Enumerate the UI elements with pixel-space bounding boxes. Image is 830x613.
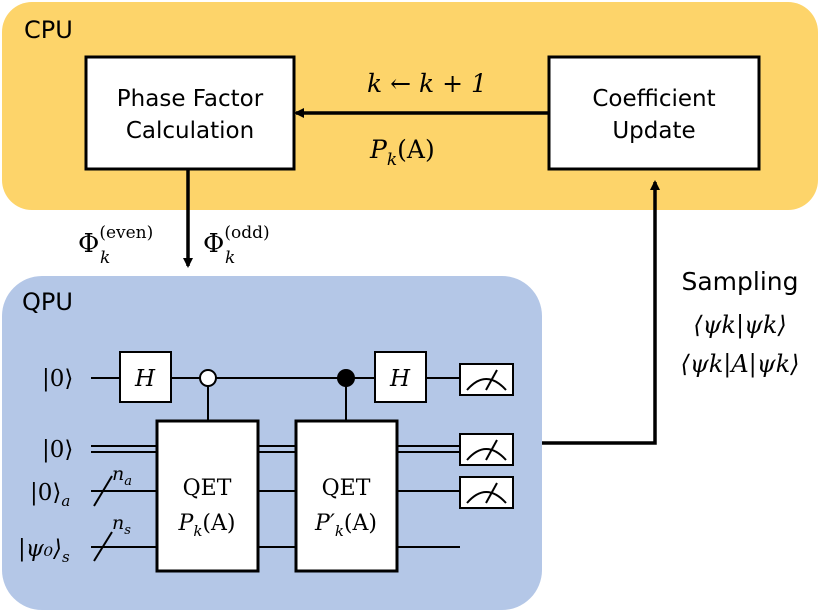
- input-system: |ψ₀⟩s: [18, 536, 70, 566]
- phi-even-sub: k: [100, 248, 110, 268]
- hadamard-gate-1: H: [119, 351, 172, 403]
- na-label: na: [112, 463, 132, 489]
- input-signal: |0⟩: [42, 437, 73, 463]
- hadamard-gate-2: H: [374, 351, 427, 403]
- sampling-line1: ⟨ψk|ψk⟩: [693, 311, 787, 340]
- qet-block-1: QET Pk(A): [155, 419, 260, 573]
- svg-text:H: H: [134, 366, 156, 392]
- filled-control-dot: [337, 369, 355, 387]
- svg-text:Pk(A): Pk(A): [178, 511, 236, 540]
- coefficient-line2: Update: [612, 118, 695, 144]
- phase-factor-line2: Calculation: [126, 118, 254, 144]
- na-slash: [93, 475, 113, 507]
- meter-icon-register: [459, 476, 514, 509]
- svg-text:P′k(A): P′k(A): [314, 511, 377, 540]
- ns-label: ns: [112, 512, 131, 538]
- qet-block-2: QET P′k(A): [294, 419, 399, 573]
- coefficient-update-box: Coefficient Update: [547, 55, 761, 171]
- phi-even-label: Φ(even): [78, 223, 153, 259]
- qpu-label: QPU: [22, 288, 73, 316]
- phase-factor-box: Phase Factor Calculation: [84, 55, 296, 171]
- cpu-label: CPU: [24, 16, 73, 44]
- poly-label: Pk(A): [369, 135, 435, 170]
- sampling-line2: ⟨ψk|A|ψk⟩: [681, 350, 800, 379]
- svg-text:H: H: [389, 366, 411, 392]
- svg-text:QET: QET: [322, 476, 371, 501]
- phi-odd-label: Φ(odd): [203, 223, 270, 259]
- ns-slash: [93, 531, 113, 562]
- input-register-a: |0⟩a: [30, 480, 70, 510]
- update-rule-label: k ← k + 1: [367, 69, 487, 98]
- phi-odd-sub: k: [225, 248, 235, 268]
- meter-icon-signal: [459, 433, 514, 466]
- phase-factor-line1: Phase Factor: [117, 86, 264, 112]
- sampling-arrow: [542, 180, 660, 445]
- svg-text:QET: QET: [183, 476, 232, 501]
- meter-icon-ancilla: [459, 363, 514, 396]
- input-ancilla: |0⟩: [42, 366, 73, 392]
- coefficient-line1: Coefficient: [592, 86, 715, 112]
- open-control-dot: [199, 369, 217, 387]
- sampling-title: Sampling: [681, 267, 798, 296]
